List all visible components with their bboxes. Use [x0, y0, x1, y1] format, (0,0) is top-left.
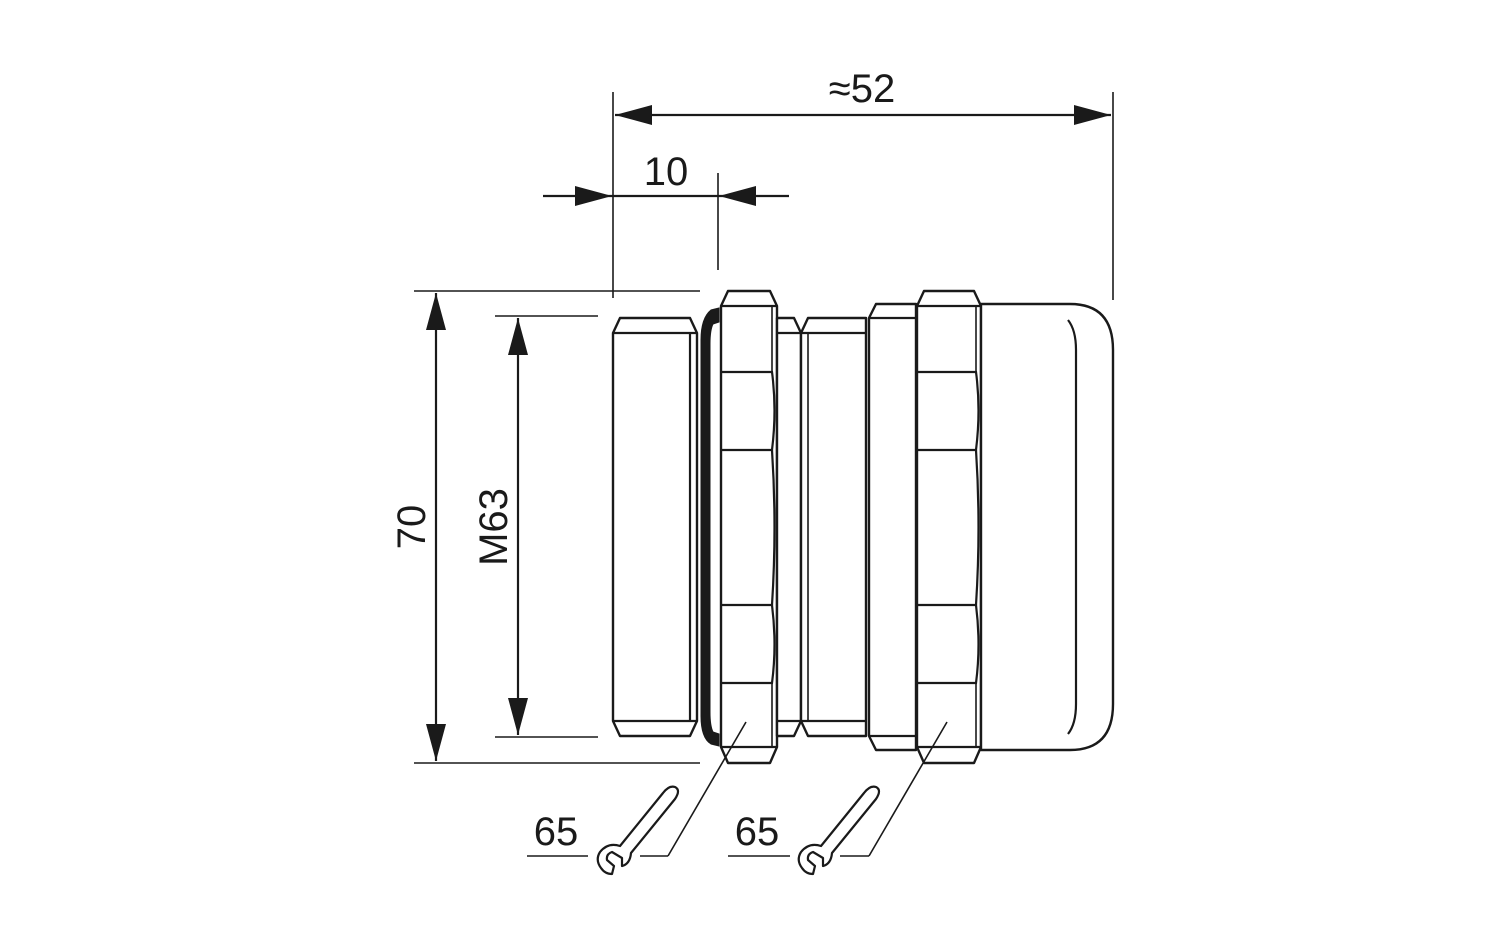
- thread-size-dimension: M63: [472, 318, 528, 735]
- cap-nut-wrench-size-label: 65: [735, 810, 780, 854]
- outer-diameter-label: 70: [390, 505, 434, 550]
- seal-collar: [867, 302, 918, 752]
- body-hex-nut: [719, 289, 779, 765]
- sealing-ring: [700, 307, 720, 747]
- arrow-head: [508, 698, 528, 735]
- arrow-head: [426, 293, 446, 330]
- overall-length-dimension: ≈52: [615, 67, 1111, 125]
- arrow-head: [426, 724, 446, 761]
- arrow-head: [1074, 105, 1111, 125]
- body-neck: [775, 316, 803, 738]
- thread-length-label: 10: [644, 150, 689, 194]
- arrow-head: [615, 105, 652, 125]
- thread-length-dimension: 10: [543, 150, 789, 206]
- cap-nut-wrench-callout: 65: [728, 721, 948, 876]
- wrench-icon: [797, 785, 881, 876]
- body-nut-wrench-callout: 65: [527, 721, 747, 876]
- threaded-entry: [611, 316, 699, 738]
- arrow-head: [719, 186, 756, 206]
- arrow-head: [508, 318, 528, 355]
- thread-size-label: M63: [472, 488, 516, 566]
- body-section: [799, 316, 868, 738]
- extension-lines: [414, 92, 1114, 764]
- arrow-head: [575, 186, 612, 206]
- body-nut-wrench-size-label: 65: [534, 810, 579, 854]
- wrench-icon: [596, 785, 680, 876]
- outer-diameter-dimension: 70: [390, 293, 446, 761]
- dome-cap: [979, 302, 1115, 752]
- overall-length-label: ≈52: [829, 67, 895, 111]
- cap-hex-nut: [915, 289, 983, 765]
